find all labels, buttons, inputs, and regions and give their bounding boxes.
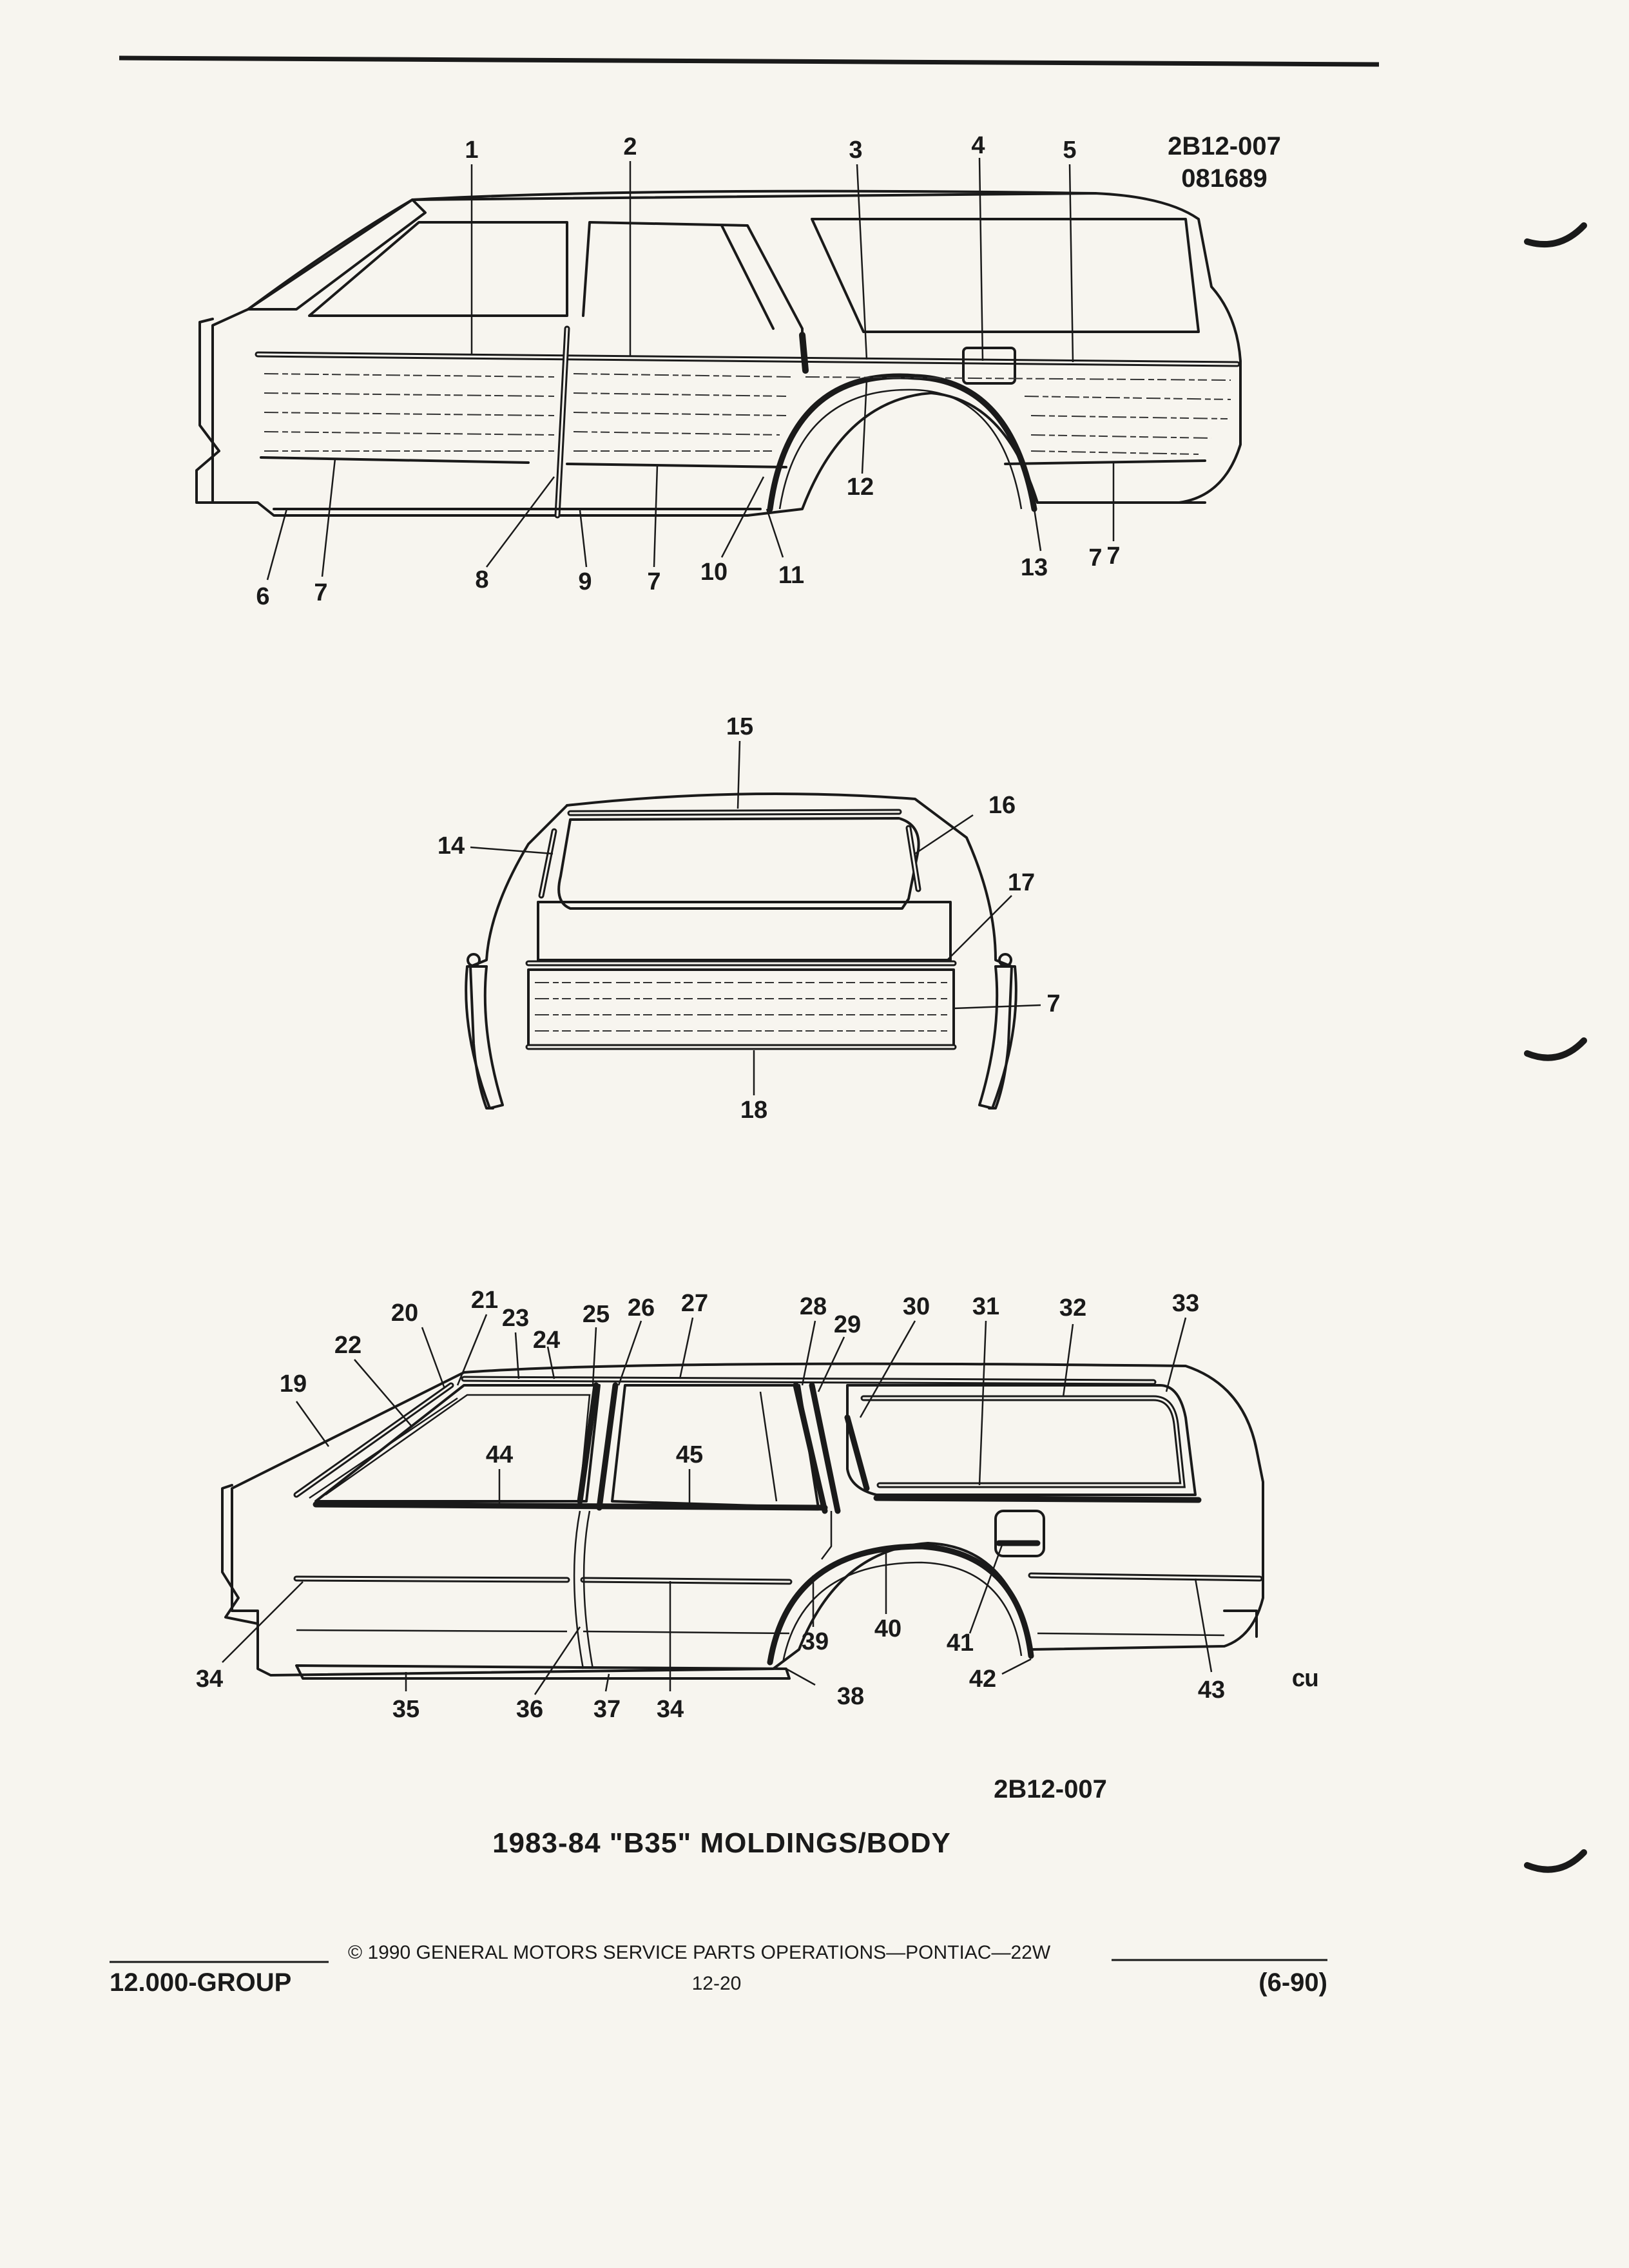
- figure-code-top: 2B12-007: [1168, 132, 1281, 160]
- callout-30: 30: [903, 1293, 930, 1320]
- callout-26: 26: [628, 1294, 655, 1321]
- callout-15: 15: [726, 713, 753, 740]
- rear-view-leaders: [470, 740, 1041, 1095]
- side-view-moldings-callouts: 19 20 21 22 23 24 25 26 27 28 29 30 31 3…: [196, 1287, 1225, 1723]
- rear-view-callouts: 14 15 16 17 7 18: [438, 713, 1061, 1124]
- callout-29: 29: [834, 1311, 861, 1338]
- callout-39: 39: [802, 1628, 829, 1655]
- figure-number-top: 081689: [1181, 164, 1267, 193]
- binder-mark-1: [1524, 222, 1587, 248]
- callout-27: 27: [681, 1290, 708, 1317]
- callout-25: 25: [583, 1301, 610, 1328]
- callout-45: 45: [676, 1441, 703, 1468]
- footer-page: 12-20: [692, 1973, 742, 1994]
- callout-20: 20: [391, 1300, 418, 1327]
- callout-7a: 7: [314, 579, 327, 606]
- side-view-callouts: 1 2 3 4 5 6 7 7 8 9 7 10 11 12 13 7: [256, 132, 1120, 610]
- callout-41: 41: [947, 1629, 974, 1657]
- footer-copyright: © 1990 GENERAL MOTORS SERVICE PARTS OPER…: [348, 1942, 1051, 1963]
- binder-mark-3: [1524, 1849, 1587, 1873]
- callout-28: 28: [800, 1293, 827, 1320]
- callout-22: 22: [334, 1332, 361, 1359]
- callout-7e: 7: [1046, 990, 1060, 1017]
- callout-4: 4: [971, 132, 985, 159]
- callout-18: 18: [740, 1097, 767, 1124]
- callout-16: 16: [988, 792, 1016, 819]
- callout-37: 37: [593, 1696, 621, 1723]
- figure-title: 1983-84 "B35" MOLDINGS/BODY: [492, 1827, 951, 1859]
- callout-13: 13: [1021, 554, 1048, 581]
- callout-7b: 7: [1088, 544, 1102, 572]
- callout-40: 40: [874, 1615, 901, 1642]
- callout-44: 44: [486, 1441, 513, 1468]
- callout-5: 5: [1063, 137, 1076, 164]
- callout-21: 21: [471, 1287, 498, 1314]
- side-view-woodgrain: [195, 189, 1242, 519]
- side-view-moldings: [221, 1362, 1264, 1680]
- callout-38: 38: [837, 1683, 864, 1710]
- footer-revision: (6-90): [1258, 1968, 1327, 1997]
- callout-31: 31: [972, 1293, 999, 1320]
- callout-35: 35: [392, 1696, 419, 1723]
- callout-14: 14: [438, 832, 465, 860]
- callout-19: 19: [280, 1370, 307, 1398]
- ink-mark: ᶜᵘ: [1292, 1664, 1318, 1702]
- callout-43: 43: [1198, 1677, 1225, 1704]
- callout-10: 10: [700, 559, 728, 586]
- callout-9: 9: [578, 568, 592, 595]
- callout-42: 42: [969, 1666, 996, 1693]
- callout-1: 1: [465, 137, 478, 164]
- header-rule: [119, 55, 1380, 67]
- callout-34b: 34: [657, 1696, 684, 1723]
- callout-17: 17: [1008, 869, 1035, 896]
- callout-2: 2: [623, 133, 637, 160]
- rear-view-woodgrain: [465, 793, 1017, 1110]
- binder-mark-2: [1524, 1037, 1587, 1061]
- callout-23: 23: [502, 1305, 529, 1332]
- callout-32: 32: [1059, 1294, 1086, 1321]
- callout-34a: 34: [196, 1666, 223, 1693]
- callout-12: 12: [847, 474, 874, 501]
- callout-33: 33: [1172, 1290, 1199, 1317]
- side-view-moldings-leaders: [222, 1314, 1213, 1695]
- callout-24: 24: [533, 1327, 560, 1354]
- callout-8: 8: [475, 566, 488, 593]
- callout-7c: 7: [647, 568, 660, 595]
- callout-7d: 7: [1106, 543, 1120, 570]
- callout-6: 6: [256, 583, 269, 610]
- callout-3: 3: [849, 137, 862, 164]
- footer-group: 12.000-GROUP: [110, 1968, 291, 1997]
- side-view-leaders: [266, 157, 1115, 581]
- callout-36: 36: [516, 1696, 543, 1723]
- callout-11: 11: [778, 562, 804, 589]
- figure-code-bottom: 2B12-007: [994, 1775, 1107, 1803]
